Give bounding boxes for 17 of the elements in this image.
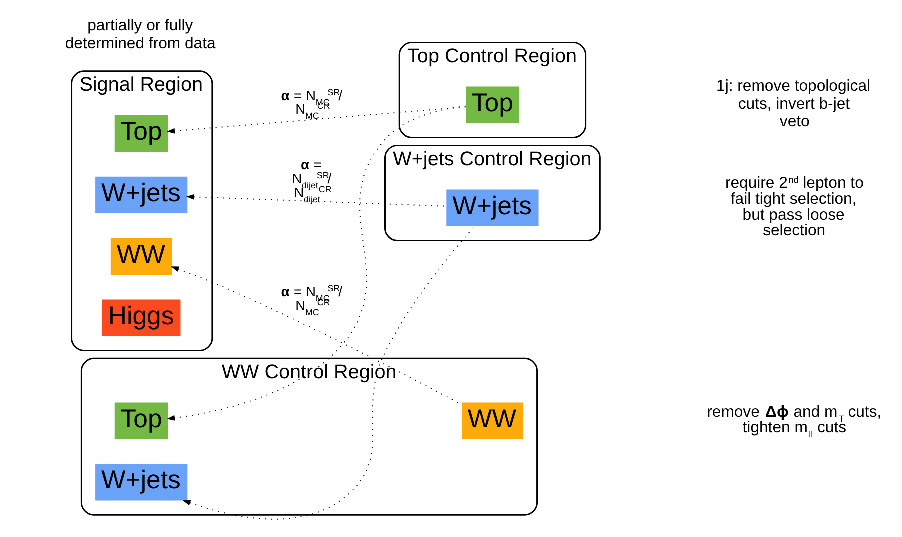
node-box: W+jets <box>96 464 188 501</box>
node-box: Top <box>114 402 168 440</box>
arrow <box>182 226 476 520</box>
node-box: Higgs <box>102 300 181 336</box>
arrow <box>186 194 448 207</box>
node-box: Top <box>466 86 520 124</box>
label: remove Δϕ and m$_{T}$ cuts, tighten m$_{ll}$ cuts <box>707 404 882 440</box>
node-box: WW <box>462 402 524 440</box>
node-box: WW <box>110 238 172 275</box>
node-box: Top <box>114 115 168 152</box>
label: partially or fully determined from data <box>65 18 216 52</box>
label: 1j: remove topological cuts, invert b-jet veto <box>716 78 871 131</box>
arrow <box>167 106 466 134</box>
node-box: W+jets <box>446 190 539 226</box>
arrow <box>167 106 466 421</box>
label: require 2$^{nd}$ lepton to fail tight selection, but pass loose selection <box>725 175 864 240</box>
node-box: W+jets <box>96 176 188 214</box>
